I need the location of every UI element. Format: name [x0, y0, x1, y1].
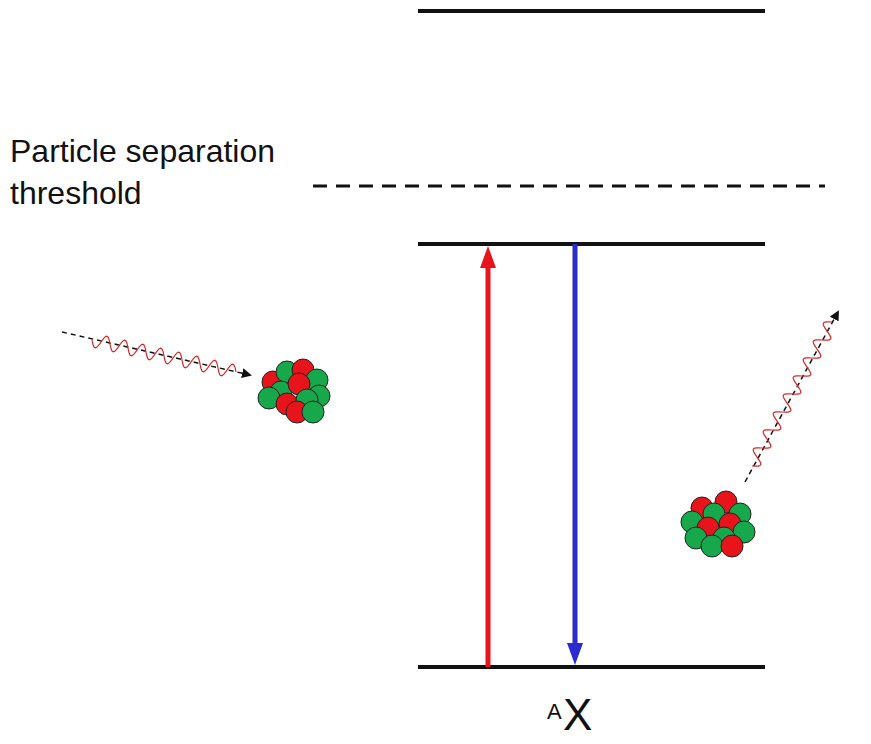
- threshold-label: Particle separation threshold: [10, 130, 360, 214]
- outgoing-photon-path: [745, 312, 838, 482]
- decay-arrow: [573, 244, 578, 646]
- excitation-arrow: [486, 265, 491, 667]
- decay-arrowhead: [567, 643, 583, 665]
- ground-level: [418, 665, 765, 669]
- incoming-photon-wave: [92, 336, 236, 376]
- nucleus: [681, 491, 755, 557]
- element-symbol: X: [563, 690, 592, 740]
- excitation-arrowhead: [480, 246, 496, 268]
- outgoing-photon-wave: [752, 322, 832, 466]
- incoming-photon-path: [62, 332, 250, 375]
- threshold-line: [313, 185, 825, 188]
- mass-number: A: [547, 699, 562, 725]
- upper-level: [418, 9, 765, 13]
- excited-level: [418, 242, 765, 246]
- nucleus: [258, 359, 330, 423]
